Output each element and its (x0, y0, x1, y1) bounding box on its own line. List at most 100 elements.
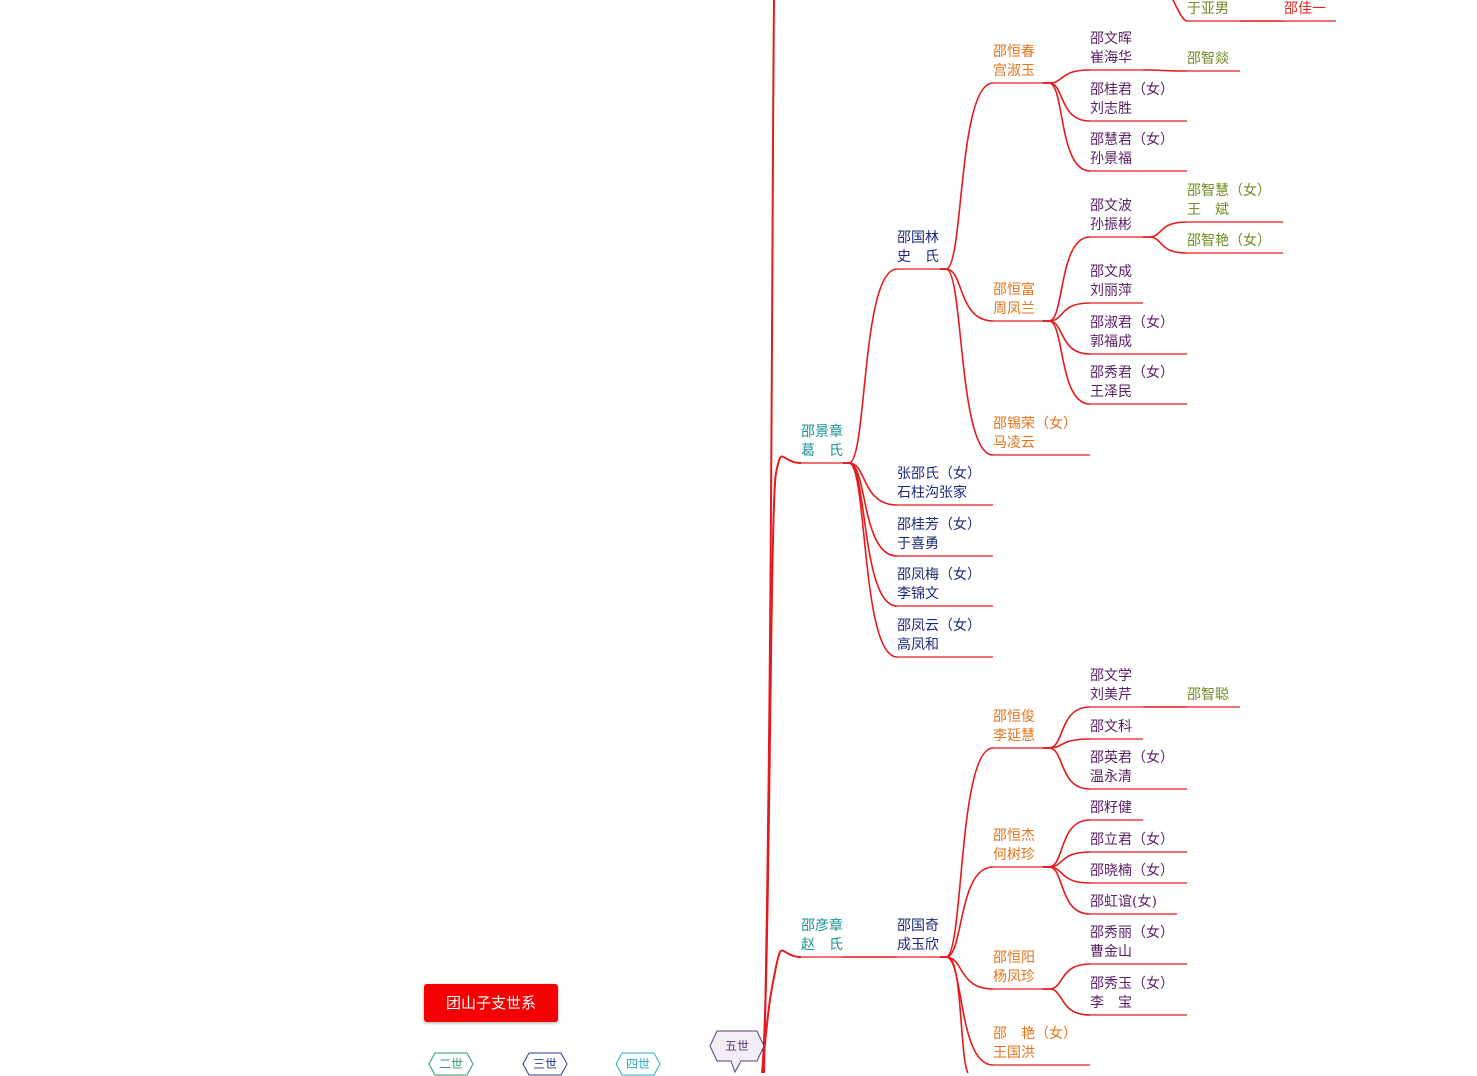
person-node-zhihui[interactable]: 邵智慧（女）王 斌 (1187, 182, 1271, 220)
person-name: 邵锡荣（女） (993, 416, 1077, 432)
link-hengfu-wencheng (1043, 302, 1091, 322)
spouse-name: 马凌云 (993, 435, 1035, 451)
spouse-name: 高凤和 (897, 637, 939, 653)
person-node-guijun[interactable]: 邵桂君（女）刘志胜 (1090, 81, 1174, 119)
person-name: 邵恒俊 (993, 709, 1035, 725)
person-name: 邵彦章 (801, 918, 843, 934)
link-guolin-hengchun (940, 82, 994, 270)
person-node-wenke[interactable]: 邵文科 (1090, 718, 1132, 737)
person-name: 邵恒春 (993, 44, 1035, 60)
spouse-name: 李延慧 (993, 728, 1035, 744)
person-node-zhangshaoshi[interactable]: 张邵氏（女） 石柱沟张家 (897, 465, 981, 503)
person-name: 邵智艳（女） (1187, 233, 1271, 249)
person-name: 邵文成 (1090, 264, 1132, 280)
person-name: 张邵氏（女） (897, 466, 981, 482)
person-node-hengfu[interactable]: 邵恒富周凤兰 (993, 281, 1035, 319)
spouse-name: 赵 氏 (801, 937, 843, 953)
person-node-xiaonan[interactable]: 邵晓楠（女） (1090, 862, 1174, 881)
spouse-name: 成玉欣 (897, 937, 939, 953)
spouse-name: 郭福成 (1090, 334, 1132, 350)
link-hengjie-xiaonan (1043, 866, 1091, 884)
spouse-name: 温永清 (1090, 769, 1132, 785)
person-name: 邵桂芳（女） (897, 517, 981, 533)
spouse-name: 王国洪 (993, 1045, 1035, 1061)
link-guolin-xirong (940, 268, 994, 456)
spouse-name: 石柱沟张家 (897, 485, 967, 501)
person-node-yunan[interactable]: 于亚男 (1187, 0, 1229, 19)
person-name: 邵恒富 (993, 282, 1035, 298)
person-node-guolin[interactable]: 邵国林史 氏 (897, 229, 939, 267)
person-node-jiayi[interactable]: 邵佳一 (1284, 0, 1326, 19)
person-node-shujun[interactable]: 邵淑君（女）郭福成 (1090, 314, 1174, 352)
person-node-wencheng[interactable]: 邵文成刘丽萍 (1090, 263, 1132, 301)
spouse-name: 李 宝 (1090, 995, 1132, 1011)
spouse-name: 王泽民 (1090, 384, 1132, 400)
link-wenhui-zhiying (1143, 69, 1188, 72)
link-jingzhang-guifang (843, 462, 898, 557)
person-node-xiuli[interactable]: 邵秀丽（女）曹金山 (1090, 924, 1174, 962)
link-offscreen-yunan (1172, 0, 1188, 22)
link-guoqi-hengjun (940, 747, 994, 958)
person-node-hengjun[interactable]: 邵恒俊李延慧 (993, 708, 1035, 746)
link-wenbo-zhiyan (1143, 236, 1188, 254)
tree-title-button[interactable]: 团山子支世系 (424, 984, 558, 1022)
person-node-zhicong[interactable]: 邵智聪 (1187, 686, 1229, 705)
spouse-name: 刘志胜 (1090, 101, 1132, 117)
link-jingzhang-zhangshaoshi (843, 462, 898, 506)
person-node-xiujun[interactable]: 邵秀君（女）王泽民 (1090, 364, 1174, 402)
person-name: 邵文波 (1090, 198, 1132, 214)
spouse-name: 王 斌 (1187, 202, 1229, 218)
spouse-name: 宫淑玉 (993, 63, 1035, 79)
link-hengfu-shujun (1043, 320, 1091, 355)
generation-badge-2: 二世 (428, 1052, 474, 1076)
spouse-name: 于喜勇 (897, 536, 939, 552)
person-node-xirong[interactable]: 邵锡荣（女） 马凌云 (993, 415, 1077, 453)
person-node-jingzhang[interactable]: 邵景章葛 氏 (801, 423, 843, 461)
trunk-branch-top (763, 0, 775, 1073)
person-node-yingjun[interactable]: 邵英君（女）温永清 (1090, 749, 1174, 787)
person-name: 邵立君（女） (1090, 832, 1174, 848)
person-node-fengyun[interactable]: 邵凤云（女）高凤和 (897, 617, 981, 655)
person-node-huijun[interactable]: 邵慧君（女）孙景福 (1090, 131, 1174, 169)
spouse-name: 刘丽萍 (1090, 283, 1132, 299)
link-hengjie-zijian (1043, 819, 1091, 868)
spouse-name: 崔海华 (1090, 50, 1132, 66)
person-node-zhiying[interactable]: 邵智燚 (1187, 50, 1229, 69)
spouse-name: 孙振彬 (1090, 217, 1132, 233)
person-node-hongyi[interactable]: 邵虹谊(女) (1090, 893, 1157, 912)
person-name: 于亚男 (1187, 1, 1229, 17)
person-node-wenxue[interactable]: 邵文学刘美芹 (1090, 667, 1132, 705)
person-node-shaoyan[interactable]: 邵 艳（女）王国洪 (993, 1025, 1077, 1063)
person-node-zhiyan[interactable]: 邵智艳（女） (1187, 232, 1271, 251)
generation-badge-label: 三世 (532, 1057, 557, 1071)
link-guolin-hengfu (940, 268, 994, 322)
generation-badge-3: 三世 (522, 1052, 568, 1076)
person-name: 邵恒杰 (993, 828, 1035, 844)
person-node-lijun[interactable]: 邵立君（女） (1090, 831, 1174, 850)
generation-badge-label: 二世 (438, 1057, 463, 1071)
person-node-guifang[interactable]: 邵桂芳（女） 于喜勇 (897, 516, 981, 554)
person-node-guoqi[interactable]: 邵国奇成玉欣 (897, 917, 939, 955)
person-node-yanzhang[interactable]: 邵彦章赵 氏 (801, 917, 843, 955)
person-node-wenbo[interactable]: 邵文波孙振彬 (1090, 197, 1132, 235)
link-hengyang-xiuyu (1043, 988, 1091, 1016)
person-node-fengmei[interactable]: 邵凤梅（女）李锦文 (897, 566, 981, 604)
generation-badge-5: 五世 (709, 1030, 765, 1073)
person-node-hengjie[interactable]: 邵恒杰何树珍 (993, 827, 1035, 865)
link-hengjie-hongyi (1043, 866, 1091, 915)
person-name: 邵智燚 (1187, 51, 1229, 67)
person-name: 邵虹谊(女) (1090, 894, 1157, 910)
person-node-hengyang[interactable]: 邵恒阳杨凤珍 (993, 949, 1035, 987)
link-hengyang-xiuli (1043, 963, 1091, 990)
person-node-xiuyu[interactable]: 邵秀玉（女） 李 宝 (1090, 975, 1174, 1013)
person-name: 邵秀玉（女） (1090, 976, 1174, 992)
generation-badge-4: 四世 (615, 1052, 661, 1076)
person-node-wenhui[interactable]: 邵文晖崔海华 (1090, 30, 1132, 68)
person-name: 邵秀丽（女） (1090, 925, 1174, 941)
link-guoqi-hengjie (940, 866, 994, 958)
person-node-hengchun[interactable]: 邵恒春宫淑玉 (993, 43, 1035, 81)
person-node-zijian[interactable]: 邵籽健 (1090, 799, 1132, 818)
link-jingzhang-fengyun (843, 462, 898, 658)
spouse-name: 孙景福 (1090, 151, 1132, 167)
